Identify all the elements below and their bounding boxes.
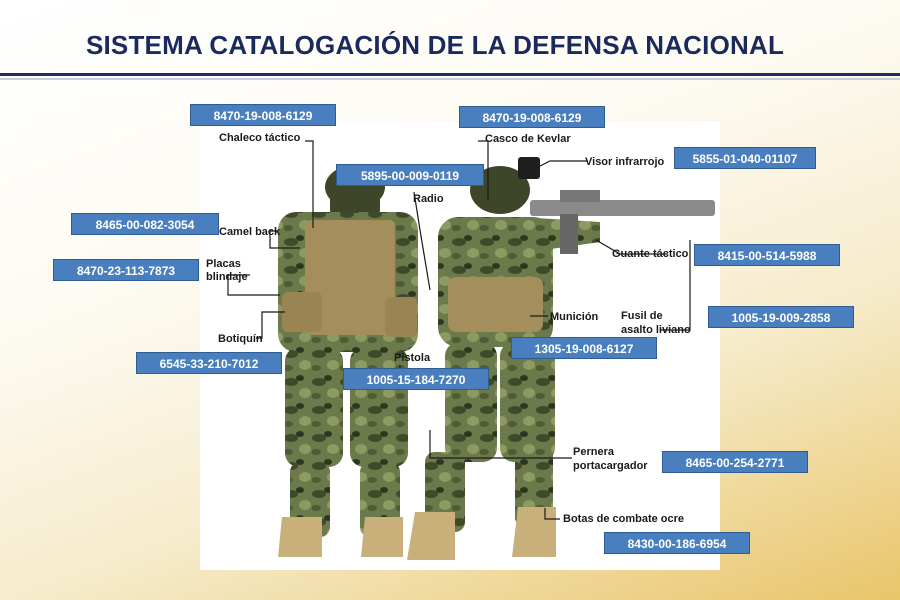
code-guante: 8415-00-514-5988 <box>694 244 840 266</box>
label-chaleco: Chaleco táctico <box>219 132 301 144</box>
code-casco: 8470-19-008-6129 <box>459 106 605 128</box>
label-radio: Radio <box>413 193 444 205</box>
rear-soldier <box>278 165 418 557</box>
label-fusil-2: asalto liviano <box>621 324 691 336</box>
code-botas: 8430-00-186-6954 <box>604 532 750 554</box>
code-municion: 1305-19-008-6127 <box>511 337 657 359</box>
code-visor: 5855-01-040-01107 <box>674 147 816 169</box>
label-botiquin: Botiquín <box>218 333 263 345</box>
label-municion: Munición <box>550 311 599 323</box>
code-pistola: 1005-15-184-7270 <box>343 368 489 390</box>
label-visor: Visor infrarrojo <box>585 156 665 168</box>
label-placas-2: blindaje <box>206 271 248 283</box>
label-botas: Botas de combate ocre <box>563 513 685 525</box>
title-underline <box>0 73 900 76</box>
code-placas: 8470-23-113-7873 <box>53 259 199 281</box>
code-chaleco: 8470-19-008-6129 <box>190 104 336 126</box>
page-title: SISTEMA CATALOGACIÓN DE LA DEFENSA NACIO… <box>85 30 785 60</box>
label-camel: Camel back <box>219 226 281 238</box>
code-fusil: 1005-19-009-2858 <box>708 306 854 328</box>
label-pernera-1: Pernera <box>573 446 614 458</box>
label-guante: Guante táctico <box>612 248 689 260</box>
label-pistola: Pistola <box>394 352 431 364</box>
code-pernera: 8465-00-254-2771 <box>662 451 808 473</box>
code-camel: 8465-00-082-3054 <box>71 213 219 235</box>
label-casco: Casco de Kevlar <box>485 133 571 145</box>
label-fusil-1: Fusil de <box>621 310 663 322</box>
label-pernera-2: portacargador <box>573 460 648 472</box>
label-placas-1: Placas <box>206 258 241 270</box>
code-radio: 5895-00-009-0119 <box>336 164 484 186</box>
code-botiquin: 6545-33-210-7012 <box>136 352 282 374</box>
title-underline-shadow <box>0 78 900 80</box>
